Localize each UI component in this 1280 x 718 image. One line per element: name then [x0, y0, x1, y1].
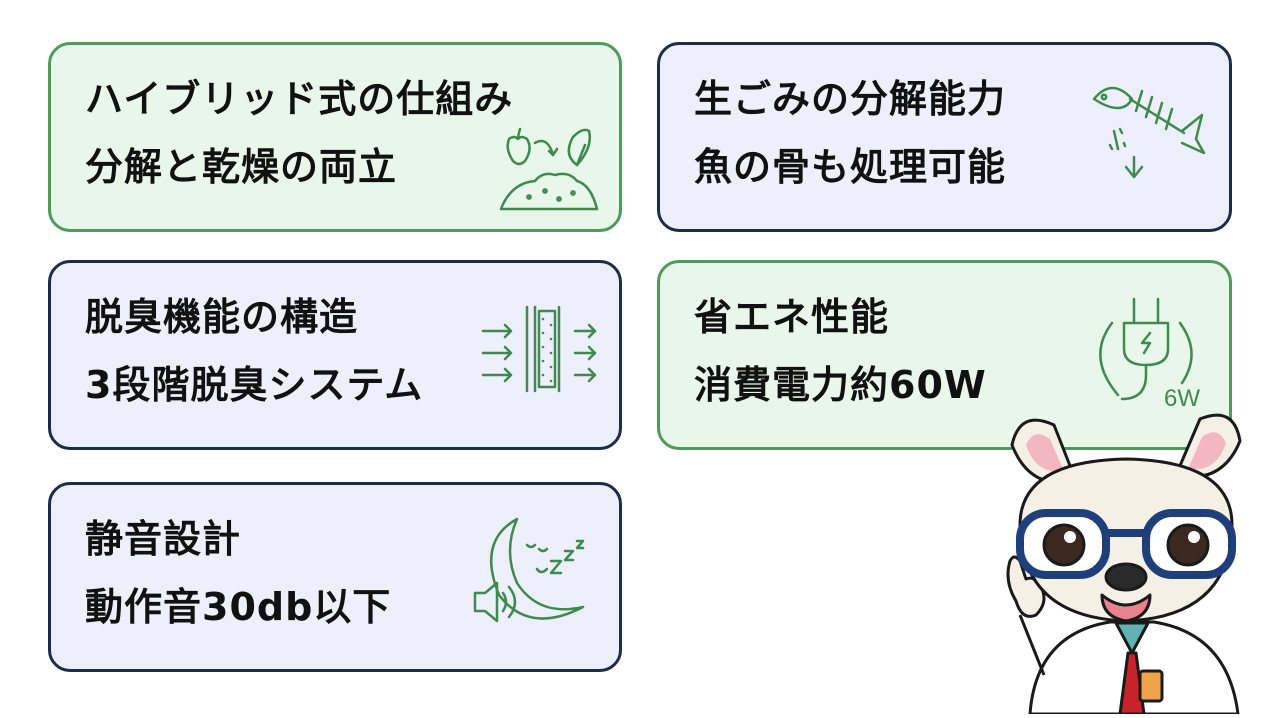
card-subtitle: 3段階脱臭システム	[85, 363, 424, 407]
power-plug-icon	[1084, 293, 1208, 423]
card-subtitle: 分解と乾燥の両立	[85, 145, 398, 189]
card-title: 脱臭機能の構造	[85, 295, 359, 339]
power-label: 6W	[1164, 385, 1200, 412]
card-quiet-design: 静音設計 動作音30db以下	[48, 482, 622, 672]
card-title: 省エネ性能	[694, 295, 890, 339]
card-title: 静音設計	[85, 517, 242, 561]
air-filter-icon	[481, 303, 605, 393]
french-bulldog-doctor-mascot	[990, 405, 1270, 716]
moon-sleep-speaker-icon	[471, 513, 601, 633]
fish-bone-icon	[1090, 79, 1214, 209]
card-subtitle: 魚の骨も処理可能	[694, 145, 1007, 189]
card-food-waste-capacity: 生ごみの分解能力 魚の骨も処理可能	[657, 42, 1232, 232]
card-deodorizing-structure: 脱臭機能の構造 3段階脱臭システム	[48, 260, 622, 450]
card-title: ハイブリッド式の仕組み	[85, 77, 514, 121]
card-subtitle: 消費電力約60W	[694, 363, 987, 407]
card-hybrid-mechanism: ハイブリッド式の仕組み 分解と乾燥の両立	[48, 42, 622, 232]
card-energy-saving: 省エネ性能 消費電力約60W 6W	[657, 260, 1232, 450]
compost-apple-leaf-icon	[499, 123, 599, 213]
card-title: 生ごみの分解能力	[694, 77, 1007, 121]
card-subtitle: 動作音30db以下	[85, 585, 392, 629]
